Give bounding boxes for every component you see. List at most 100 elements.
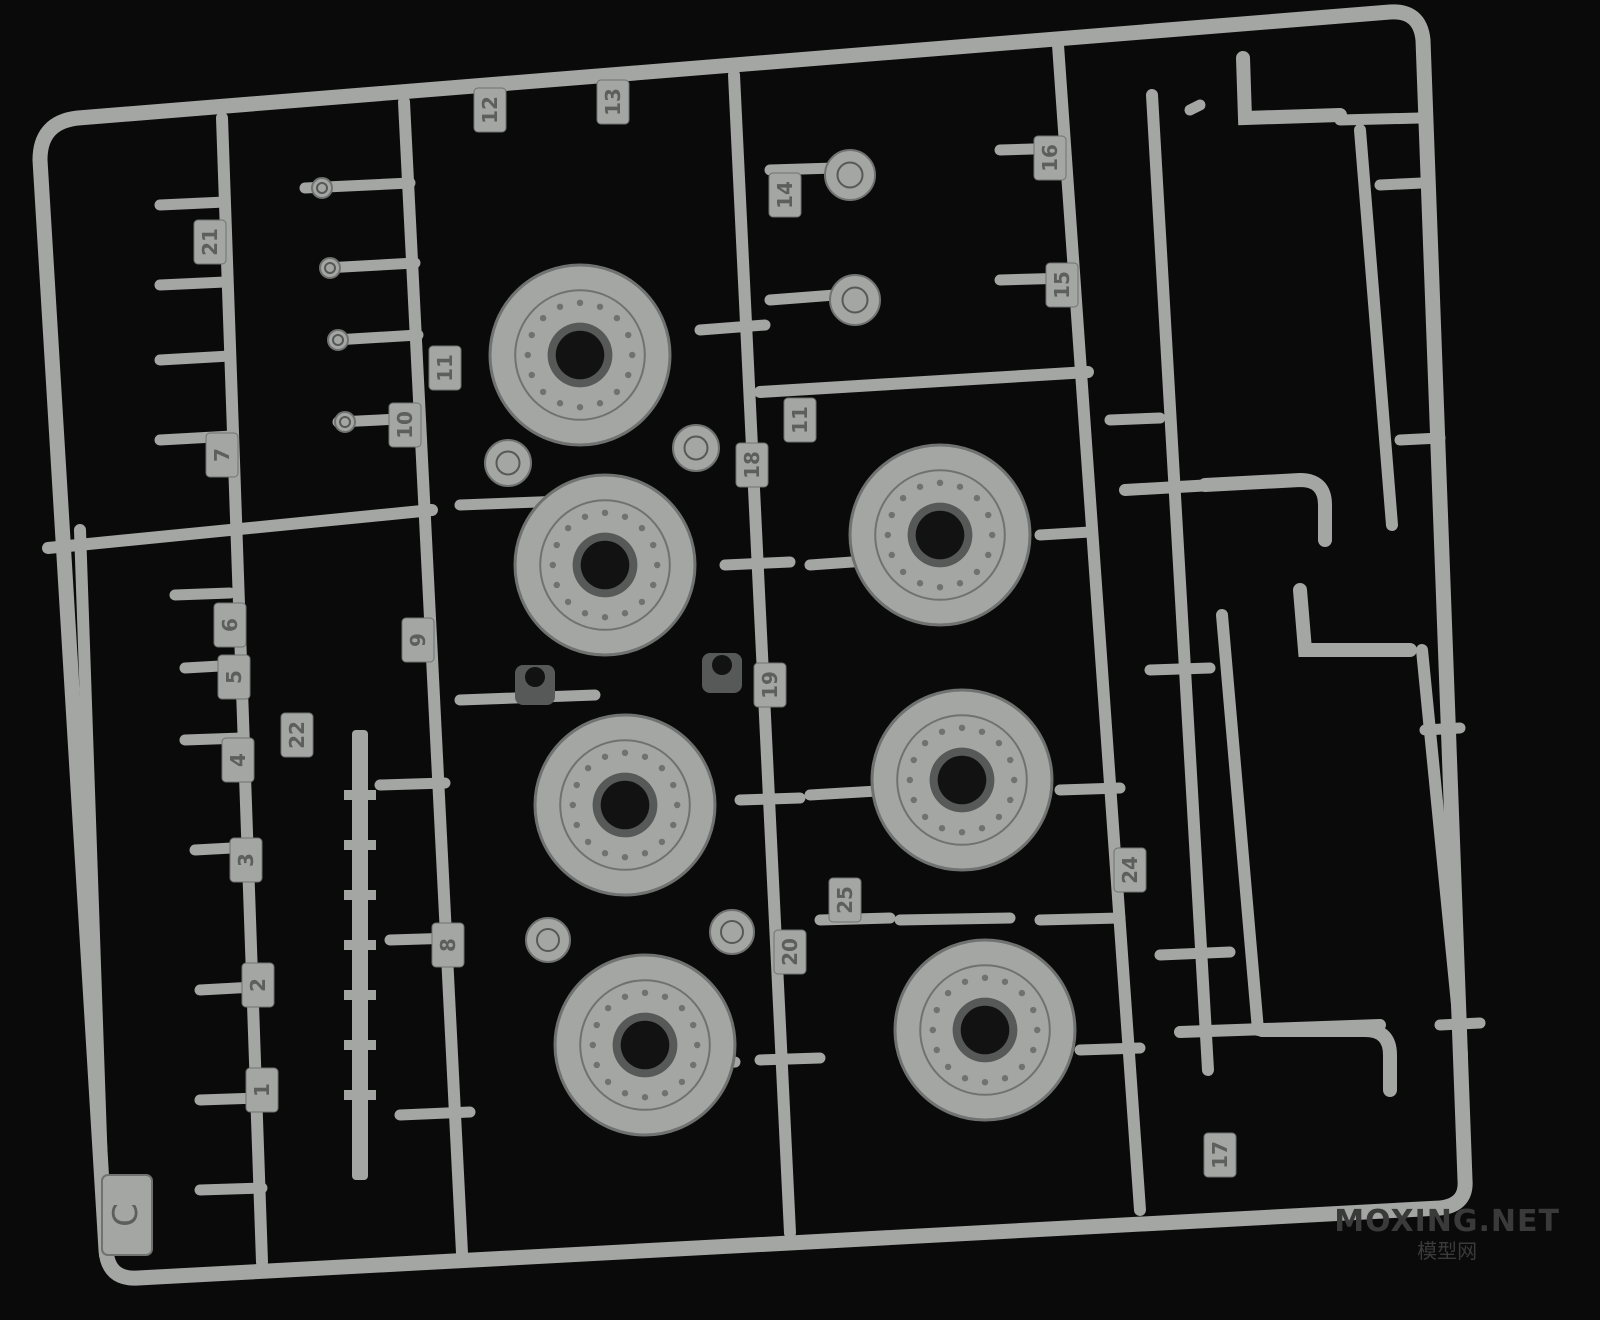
rivet [1001, 978, 1009, 985]
rivet [528, 331, 535, 339]
rivet [690, 1021, 697, 1029]
small-disc [709, 909, 755, 955]
wheel-inner-ring [896, 714, 1028, 846]
gate-stub [1334, 112, 1426, 126]
rivet [641, 989, 649, 996]
tag-plate [205, 432, 239, 478]
gate-stub [764, 289, 841, 306]
rivet [621, 610, 629, 617]
part-number-label: 18 [740, 451, 764, 479]
tag-plate [213, 602, 247, 648]
rivet [654, 561, 661, 569]
tag-plate [768, 172, 802, 218]
wheel-inner-ring [514, 289, 646, 421]
rivet [549, 561, 556, 569]
runner [1052, 39, 1146, 1216]
track-link-tooth [344, 1090, 376, 1100]
gate-stub [754, 1052, 826, 1066]
gate-stub [694, 319, 771, 336]
watermark-sub: 模型网 [1417, 1239, 1478, 1263]
part-number-label: 5 [222, 670, 246, 684]
rivet [981, 974, 989, 981]
part-number-tag: 16 [1033, 135, 1067, 181]
part-number-tag: 11 [428, 345, 462, 391]
tag-plate [280, 712, 314, 758]
rivet [539, 388, 547, 396]
gate-stub [1184, 99, 1206, 116]
runner [1146, 89, 1214, 1076]
rivet [973, 568, 981, 576]
runner [398, 96, 468, 1259]
tag-plate [783, 397, 817, 443]
part-number-tag: 8 [431, 922, 465, 968]
rivet [613, 388, 621, 396]
rivet [670, 781, 677, 789]
rivet [938, 728, 946, 735]
rivet [621, 854, 629, 861]
rivet [888, 511, 895, 519]
part-number-tag: 25 [828, 877, 862, 923]
rivet [621, 1090, 629, 1097]
part-number-label: 21 [198, 228, 222, 256]
small-disc [824, 149, 876, 201]
wheel-inner-ring [579, 979, 711, 1111]
part-number-label: 9 [406, 633, 430, 647]
rivet [524, 351, 531, 359]
road-wheel [488, 263, 672, 447]
rivet [596, 400, 604, 407]
rivet [650, 581, 657, 589]
rivet [625, 331, 632, 339]
rivet [899, 494, 907, 502]
rivet [910, 796, 917, 804]
rivet [641, 850, 649, 857]
small-disc-ring [316, 182, 328, 194]
rivet [694, 1041, 701, 1049]
rivet [884, 531, 891, 539]
part-number-tag: 24 [1113, 847, 1147, 893]
small-disc [311, 177, 333, 199]
rivet [641, 753, 649, 760]
rivet [621, 513, 629, 520]
part-number-label: 25 [833, 886, 857, 914]
tag-plate [828, 877, 862, 923]
rivet [678, 1004, 686, 1012]
part-number-tag: 20 [773, 929, 807, 975]
wheel-inner-ring [919, 964, 1051, 1096]
bushing-hole [712, 655, 732, 675]
rivet [670, 821, 677, 829]
tag-plate [241, 962, 275, 1008]
rivet [944, 989, 952, 997]
part-number-tag: 1 [245, 1067, 279, 1113]
rivet [589, 1041, 596, 1049]
gate-stub [154, 276, 231, 291]
elbow-rod [1198, 472, 1332, 547]
road-wheel [533, 713, 717, 897]
part-number-label: 14 [773, 181, 797, 209]
rivet [650, 541, 657, 549]
tag-plate [1113, 847, 1147, 893]
gate-stub [1374, 177, 1428, 191]
part-number-label: 15 [1050, 271, 1074, 299]
part-number-label: 12 [478, 96, 502, 124]
tag-plate [1033, 135, 1067, 181]
rivet [1011, 776, 1018, 784]
runner [754, 366, 1094, 398]
part-number-label: 11 [788, 406, 812, 434]
rivet [581, 610, 589, 617]
part-number-tag: 21 [193, 219, 227, 265]
tag-plate [193, 219, 227, 265]
gate-stub [394, 1106, 476, 1121]
gate-stub [1034, 526, 1096, 541]
runner [1354, 124, 1398, 531]
rivet [661, 993, 669, 1000]
part-number-label: 19 [758, 671, 782, 699]
rivet [933, 1046, 940, 1054]
rivet [658, 838, 666, 846]
hub-hole [580, 540, 630, 590]
hub-hole [600, 780, 650, 830]
gate-stub [1034, 912, 1126, 926]
hub-hole [555, 330, 605, 380]
part-number-label: 22 [285, 721, 309, 749]
rivet [929, 1026, 936, 1034]
rivet [528, 371, 535, 379]
